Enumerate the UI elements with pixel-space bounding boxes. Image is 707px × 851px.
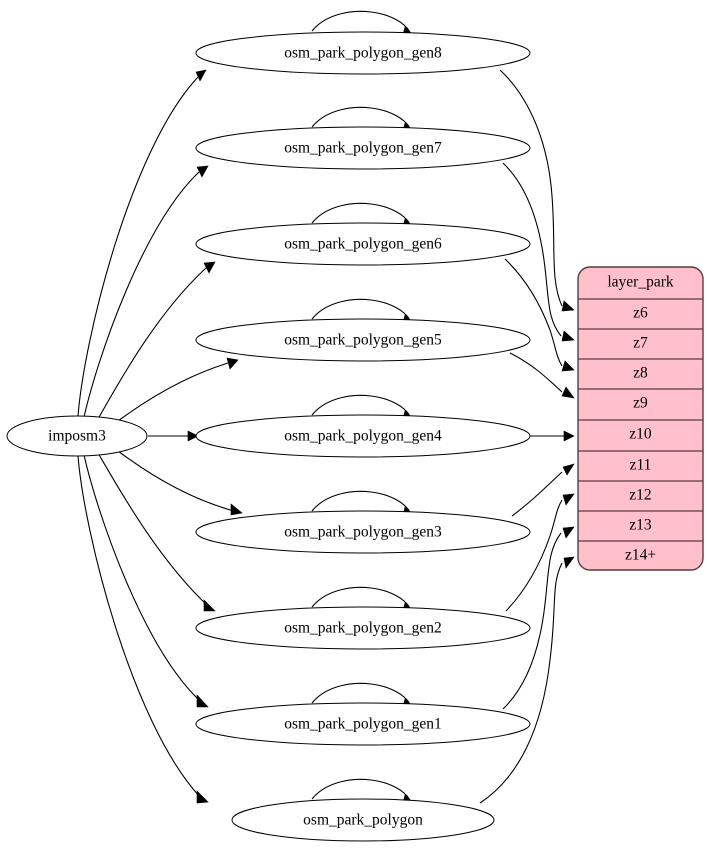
table-row-z7[interactable]: z7 — [633, 335, 648, 352]
node-shape — [195, 510, 531, 554]
node-group-process: osm_park_polygon_gen8 osm_park_polygon_g… — [195, 31, 531, 842]
node-label: osm_park_polygon_gen3 — [284, 524, 442, 541]
node-shape — [195, 318, 531, 362]
node-osm-park-polygon-gen1[interactable]: osm_park_polygon_gen1 — [195, 702, 531, 746]
edge-arrowhead — [561, 360, 575, 372]
edge-imposm3-to-gen8 — [77, 76, 199, 417]
edge-imposm3-to-gen5 — [117, 362, 229, 422]
edge-self-loop-gen7 — [311, 106, 411, 129]
edge-arrowhead — [195, 69, 207, 82]
edge-group-process-to-layer — [479, 69, 575, 804]
edge-arrowhead — [563, 556, 575, 569]
edge-self-loop-gen5 — [311, 298, 411, 321]
table-background — [577, 266, 704, 571]
node-shape — [195, 126, 531, 170]
table-row-z13[interactable]: z13 — [629, 517, 652, 534]
edge-self-loop-gen6 — [311, 202, 411, 225]
edge-gen7-to-z7 — [502, 162, 562, 337]
node-shape — [195, 606, 531, 650]
edge-arrowhead — [196, 165, 209, 178]
node-osm-park-polygon-gen5[interactable]: osm_park_polygon_gen5 — [195, 318, 531, 362]
node-osm-park-polygon-gen3[interactable]: osm_park_polygon_gen3 — [195, 510, 531, 554]
node-label: imposm3 — [48, 428, 106, 445]
edge-arrowhead — [561, 386, 575, 399]
edge-arrowhead — [196, 790, 209, 804]
edge-gen1-to-z13 — [502, 532, 562, 710]
node-label: osm_park_polygon_gen2 — [284, 620, 442, 637]
edge-imposm3-to-gen3 — [117, 450, 235, 512]
edge-gen5-to-z9 — [509, 352, 563, 393]
edge-imposm3-to-gen6 — [97, 267, 207, 420]
node-label: osm_park_polygon_gen4 — [284, 428, 442, 445]
edge-arrowhead — [230, 503, 243, 516]
edge-osm-park-polygon-to-z14 — [479, 562, 563, 804]
edge-arrowhead — [203, 599, 216, 612]
edge-arrowhead — [562, 526, 575, 539]
edge-arrowhead — [561, 330, 575, 342]
edge-arrowhead — [187, 430, 199, 442]
table-row-z14p[interactable]: z14+ — [625, 547, 656, 564]
node-label: osm_park_polygon_gen6 — [284, 236, 442, 253]
edge-imposm3-to-gen1 — [83, 454, 201, 702]
edge-imposm3-to-osm-park-polygon — [77, 455, 201, 798]
node-label: osm_park_polygon_gen5 — [284, 332, 442, 349]
node-shape — [195, 702, 531, 746]
edge-arrowhead — [561, 300, 575, 312]
node-shape — [6, 415, 148, 457]
node-osm-park-polygon-gen2[interactable]: osm_park_polygon_gen2 — [195, 606, 531, 650]
table-header-label: layer_park — [607, 274, 674, 291]
node-label: osm_park_polygon_gen7 — [284, 140, 442, 157]
node-shape — [195, 414, 531, 458]
edge-self-loop-gen1 — [311, 682, 411, 705]
table-row-z9[interactable]: z9 — [633, 395, 648, 412]
edge-arrowhead — [563, 430, 575, 442]
node-osm-park-polygon[interactable]: osm_park_polygon — [231, 798, 495, 842]
node-label: osm_park_polygon_gen1 — [284, 716, 442, 733]
edge-self-loop-osm-park-polygon — [311, 778, 411, 801]
edge-arrowhead — [562, 463, 575, 476]
table-row-z8[interactable]: z8 — [633, 365, 648, 382]
node-osm-park-polygon-gen4[interactable]: osm_park_polygon_gen4 — [195, 414, 531, 458]
edge-gen6-to-z8 — [504, 258, 563, 367]
node-imposm3[interactable]: imposm3 — [6, 415, 148, 457]
edge-self-loop-gen2 — [311, 586, 411, 609]
node-label: osm_park_polygon — [303, 812, 423, 829]
edge-arrowhead — [226, 357, 239, 370]
edge-group-source-to-process — [77, 69, 243, 804]
node-label: osm_park_polygon_gen8 — [284, 45, 442, 62]
layer-park-table[interactable]: layer_park z6 z7 z8 z9 z10 z11 z12 z13 z… — [577, 266, 704, 571]
node-osm-park-polygon-gen6[interactable]: osm_park_polygon_gen6 — [195, 222, 531, 266]
table-row-z10[interactable]: z10 — [629, 426, 652, 443]
node-shape — [195, 31, 531, 75]
edge-self-loop-gen8 — [311, 10, 411, 33]
node-shape — [231, 798, 495, 842]
edge-imposm3-to-gen2 — [97, 452, 209, 607]
edge-imposm3-to-gen7 — [83, 171, 200, 418]
table-row-z11[interactable]: z11 — [630, 457, 652, 474]
node-osm-park-polygon-gen7[interactable]: osm_park_polygon_gen7 — [195, 126, 531, 170]
table-row-z12[interactable]: z12 — [629, 487, 651, 504]
node-shape — [195, 222, 531, 266]
node-osm-park-polygon-gen8[interactable]: osm_park_polygon_gen8 — [195, 31, 531, 75]
edge-gen2-to-z12 — [505, 499, 563, 612]
edge-gen3-to-z11 — [511, 471, 563, 517]
edge-self-loop-gen4 — [311, 394, 411, 417]
edge-self-loop-gen3 — [311, 490, 411, 513]
edge-arrowhead — [196, 694, 209, 708]
edge-arrowhead — [203, 261, 216, 274]
table-row-z6[interactable]: z6 — [633, 305, 648, 322]
edge-gen8-to-z6 — [499, 69, 563, 307]
edge-arrowhead — [562, 493, 575, 506]
